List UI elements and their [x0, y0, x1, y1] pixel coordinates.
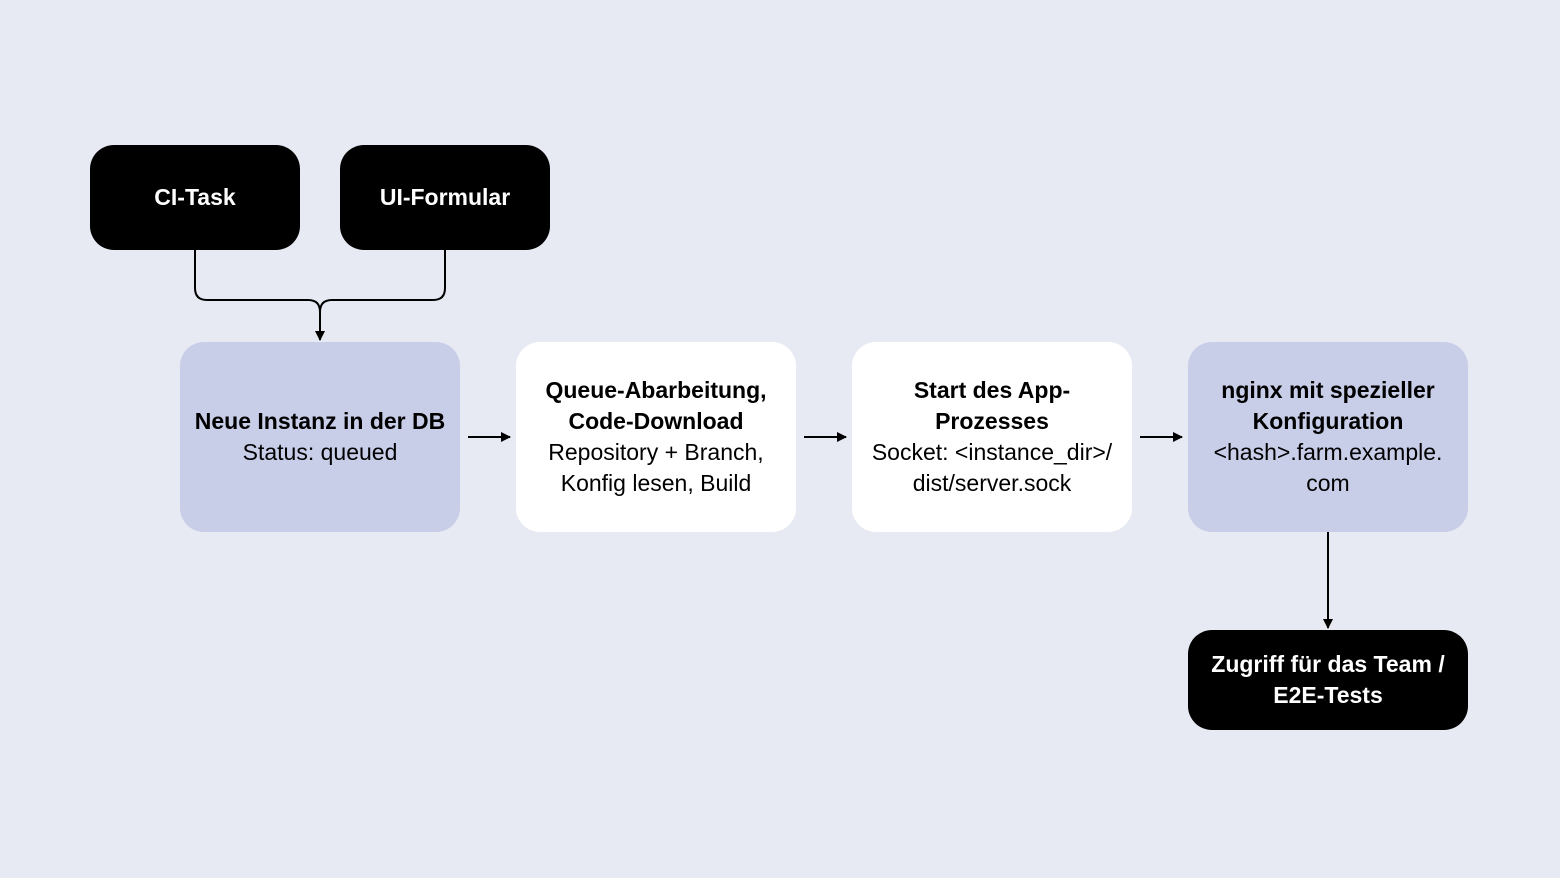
queue-desc: Repository + Branch, Konfig lesen, Build	[548, 439, 764, 496]
access-title: Zugriff für das Team / E2E-Tests	[1211, 651, 1445, 708]
edge-ui-form-to-new-instance	[315, 250, 446, 341]
edge-ci-task-to-new-instance	[194, 250, 321, 340]
nginx-node: nginx mit spezieller Konfiguration <hash…	[1188, 342, 1468, 532]
new-instance-title: Neue Instanz in der DB	[194, 408, 446, 434]
ci-task-title: CI-Task	[154, 184, 236, 210]
queue-title: Queue-Abarbeitung, Code-Download	[545, 377, 767, 434]
ci-task-node: CI-Task	[90, 145, 300, 250]
queue-node: Queue-Abarbeitung, Code-Download Reposit…	[516, 342, 796, 532]
app-start-title: Start des App-Prozesses	[913, 377, 1071, 434]
ui-form-title: UI-Formular	[379, 184, 511, 210]
new-instance-desc: Status: queued	[242, 439, 398, 465]
app-start-node: Start des App-Prozesses Socket: <instanc…	[852, 342, 1132, 532]
access-node: Zugriff für das Team / E2E-Tests	[1188, 630, 1468, 730]
ui-form-node: UI-Formular	[340, 145, 550, 250]
new-instance-node: Neue Instanz in der DB Status: queued	[180, 342, 460, 532]
nginx-desc: <hash>.farm.example. com	[1213, 439, 1443, 496]
app-start-desc: Socket: <instance_dir>/ dist/server.sock	[871, 439, 1113, 496]
nginx-title: nginx mit spezieller Konfiguration	[1221, 377, 1435, 434]
